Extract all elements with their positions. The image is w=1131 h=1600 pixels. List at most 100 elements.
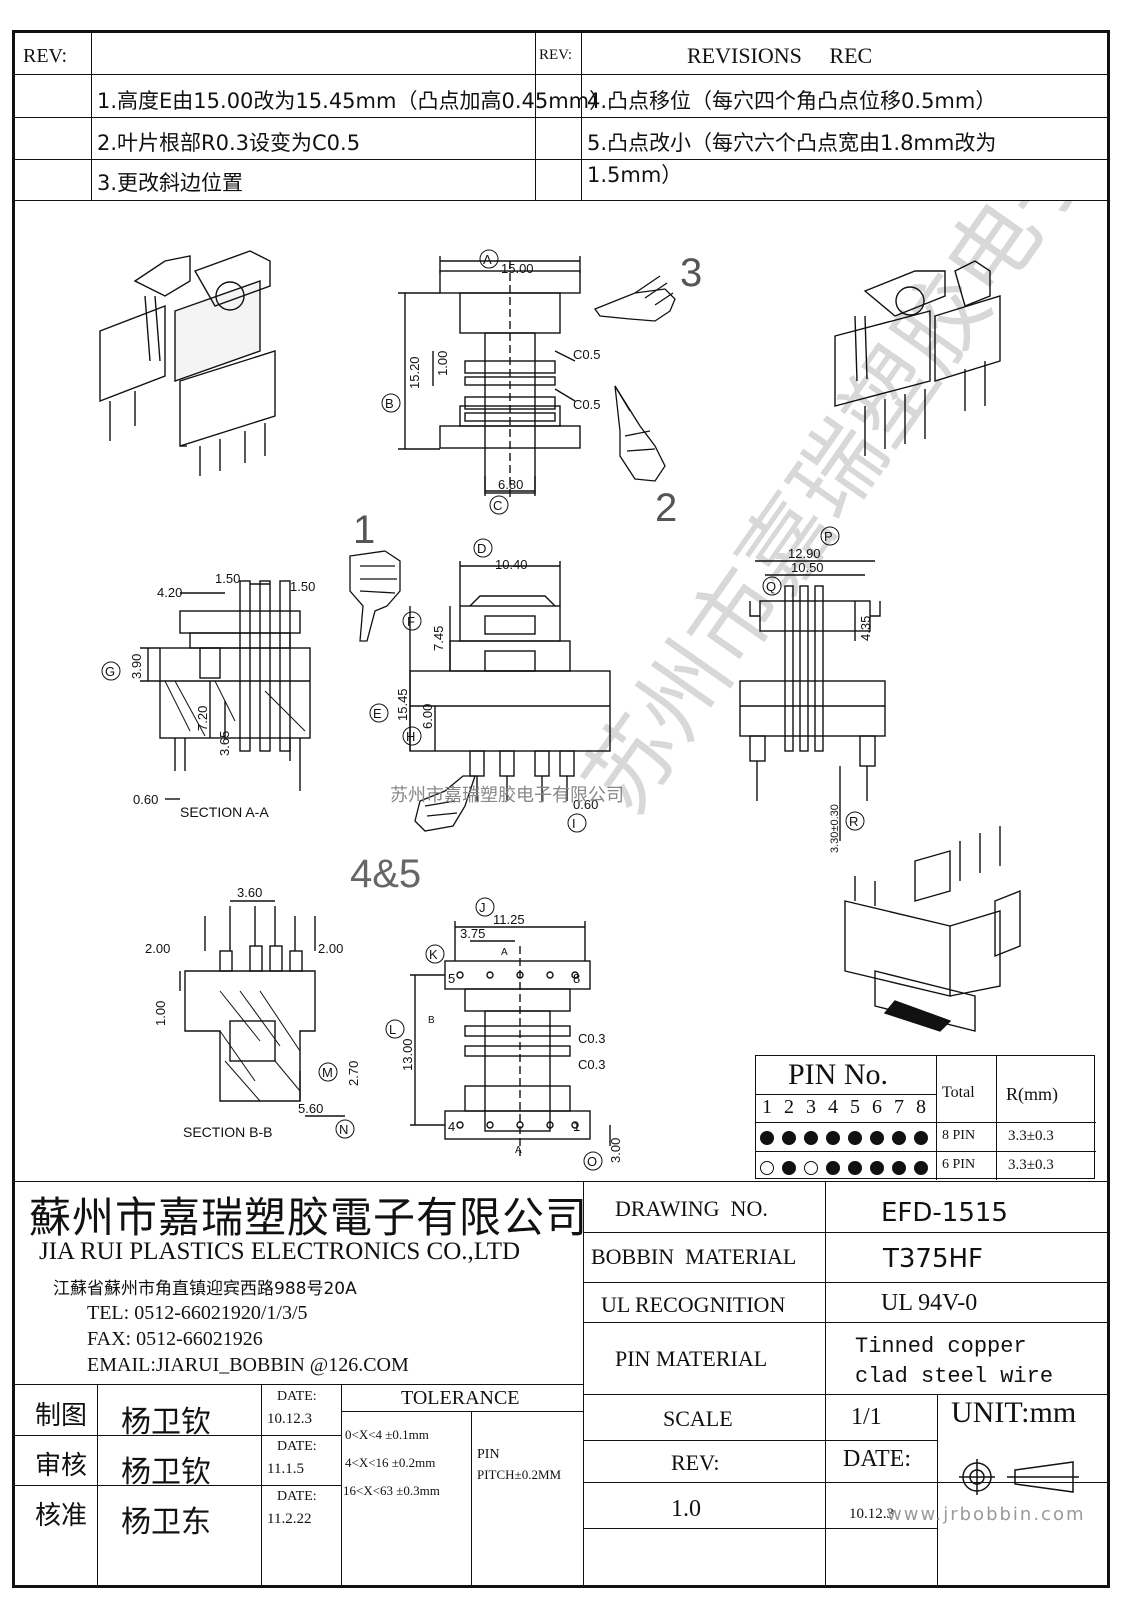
section-aa-view: [140, 580, 311, 800]
pin-8: 8: [573, 971, 580, 986]
label-b: B: [385, 396, 394, 411]
dim-r: 3.30±0.30: [829, 804, 841, 853]
pin-row-8pin: [756, 1127, 932, 1146]
revision-item-5: 5.凸点改小（每穴六个凸点宽由1.8mm改为: [587, 131, 997, 155]
label-m: M: [322, 1065, 333, 1080]
label-d: D: [477, 541, 486, 556]
bobbin-material-value: T375HF: [883, 1244, 984, 1274]
date-block-value: 10.12.3: [849, 1506, 894, 1522]
dim-f: 7.45: [431, 626, 446, 651]
iso-view-top-right: [834, 260, 1001, 456]
center-watermark: 苏州市嘉瑞塑胶电子有限公司: [390, 785, 624, 805]
pin-absent-dot: [804, 1160, 818, 1175]
pin-present-dot: [892, 1160, 906, 1175]
approval-role-review: 审核: [35, 1451, 88, 1481]
pin-material-label: PIN MATERIAL: [615, 1346, 768, 1371]
label-f: F: [407, 614, 415, 629]
website-watermark: www.jrbobbin.com: [887, 1504, 1086, 1525]
dim-k: 3.75: [460, 926, 485, 941]
projection-symbol-icon: [959, 1459, 1079, 1495]
company-address: 江蘇省蘇州市角直镇迎宾西路988号20A: [53, 1279, 357, 1299]
pin-row-6pin-r: 3.3±0.3: [1008, 1157, 1054, 1173]
label-r: R: [849, 814, 858, 829]
dim-c: 6.80: [498, 477, 523, 492]
section-a-bot: A: [515, 1145, 522, 1156]
section-b: B: [428, 1015, 435, 1026]
dim-420: 4.20: [157, 585, 182, 600]
pin-table-title: PIN No.: [788, 1058, 889, 1091]
bottom-view: [410, 921, 611, 1156]
iso-view-top-left: [99, 250, 276, 476]
pin-present-dot: [760, 1130, 774, 1145]
dim-365: 3.65: [217, 731, 232, 756]
pin-present-dot: [870, 1130, 884, 1145]
company-name-en: JIA RUI PLASTICS ELECTRONICS CO.,LTD: [39, 1238, 521, 1265]
scale-label: SCALE: [663, 1406, 733, 1431]
dim-d: 10.40: [495, 557, 528, 572]
note-1: 1: [353, 508, 375, 552]
pin-present-dot: [782, 1130, 796, 1145]
hand-pointer-2: [614, 385, 666, 482]
dim-p: 12.90: [788, 546, 821, 561]
label-l: L: [389, 1022, 396, 1037]
side-view: [739, 560, 886, 841]
pin-material-value-2: clad steel wire: [855, 1364, 1054, 1389]
chamfer-top-1: C0.5: [573, 347, 600, 362]
label-h: H: [406, 729, 415, 744]
pin-present-dot: [914, 1160, 928, 1175]
label-p: P: [824, 529, 833, 544]
technical-drawing: 苏州市嘉瑞塑胶电子有限公司: [99, 201, 1107, 1171]
pin-row-6pin: [756, 1157, 932, 1176]
tolerance-line-1: 0<X<4 ±0.1mm: [345, 1427, 429, 1442]
dim-270: 2.70: [346, 1061, 361, 1086]
revision-table: REV: REV: REVISIONS REC 1.高度E由15.00改为15.…: [15, 33, 1107, 201]
dim-200b: 2.00: [318, 941, 343, 956]
company-name-cn: 蘇州市嘉瑞塑胶電子有限公司: [29, 1196, 589, 1242]
tolerance-line-2: 4<X<16 ±0.2mm: [345, 1455, 436, 1470]
pin-absent-dot: [760, 1160, 774, 1175]
pin-material-value-1: Tinned copper: [855, 1334, 1027, 1359]
dim-390: 3.90: [129, 654, 144, 679]
pin-present-dot: [914, 1130, 928, 1145]
label-g: G: [105, 664, 115, 679]
note-3: 3: [680, 251, 702, 295]
tolerance-pin-pitch: PITCH±0.2MM: [477, 1467, 562, 1482]
top-view: [398, 256, 581, 501]
dim-360: 3.60: [237, 885, 262, 900]
chamfer-bot-1: C0.3: [578, 1031, 605, 1046]
dim-150a: 1.50: [215, 571, 240, 586]
drawing-sheet: REV: REV: REVISIONS REC 1.高度E由15.00改为15.…: [12, 30, 1110, 1588]
rev-label-left: REV:: [23, 45, 68, 67]
section-a-top: A: [501, 947, 508, 958]
drawing-no-label: DRAWING NO.: [615, 1196, 768, 1221]
dim-150b: 1.50: [290, 579, 315, 594]
pin-1: 1: [573, 1119, 580, 1134]
approval-date-review: 11.1.5: [267, 1461, 304, 1477]
pin-number: 3: [806, 1096, 816, 1118]
pin-present-dot: [804, 1130, 818, 1145]
pin-r-header: R(mm): [1006, 1084, 1058, 1104]
revision-item-5-cont: 1.5mm）: [587, 163, 683, 187]
dim-i: 0.60: [573, 797, 598, 812]
section-bb-caption: SECTION B-B: [183, 1124, 272, 1140]
unit-label: UNIT:mm: [951, 1396, 1077, 1429]
rev-block-value: 1.0: [671, 1496, 701, 1522]
revision-item-2: 2.叶片根部R0.3设变为C0.5: [97, 131, 361, 155]
pin-number: 1: [762, 1096, 772, 1118]
approval-date-label-approve: DATE:: [277, 1489, 317, 1504]
pin-row-8pin-r: 3.3±0.3: [1008, 1128, 1054, 1144]
hand-pointer-3: [593, 275, 676, 322]
section-bb-view: [179, 900, 345, 1117]
revision-item-1: 1.高度E由15.00改为15.45mm（凸点加高0.45mm）: [97, 89, 611, 113]
chamfer-top-2: C0.5: [573, 397, 600, 412]
pin-present-dot: [782, 1160, 796, 1175]
front-view: [409, 561, 611, 801]
dim-560: 5.60: [298, 1101, 323, 1116]
pin-present-dot: [870, 1160, 884, 1175]
dim-b: 15.20: [407, 356, 422, 389]
chamfer-bot-2: C0.3: [578, 1057, 605, 1072]
approval-date-draw: 10.12.3: [267, 1411, 312, 1427]
dim-j: 11.25: [493, 912, 525, 927]
revision-item-3: 3.更改斜边位置: [97, 171, 244, 195]
